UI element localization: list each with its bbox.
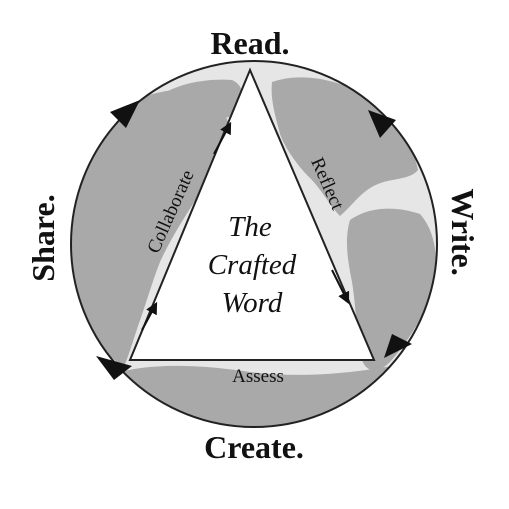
cycle-arrows <box>96 100 412 380</box>
center-title-line1: The <box>228 211 272 243</box>
label-write: Write. <box>445 188 481 275</box>
land-americas <box>71 88 228 366</box>
label-read: Read. <box>210 25 289 61</box>
arrow-bottom-to-left <box>96 356 132 380</box>
arrow-collaborate-upper <box>213 121 232 155</box>
triangle-arrows <box>141 121 350 331</box>
arrow-right-to-bottom <box>384 334 412 358</box>
globe-outline <box>70 60 438 428</box>
arrow-top-to-right <box>368 110 396 138</box>
land-greenland <box>159 79 243 120</box>
label-assess: Assess <box>232 366 284 387</box>
center-title-line2: Crafted <box>208 249 297 281</box>
label-share: Share. <box>25 194 61 281</box>
arrow-collaborate-lower <box>141 301 158 331</box>
center-title-line3: Word <box>222 287 283 319</box>
arrow-left-to-top <box>110 100 140 128</box>
central-triangle <box>128 67 376 361</box>
arrow-reflect <box>331 269 350 305</box>
label-create: Create. <box>204 429 304 465</box>
land-africa <box>346 208 436 371</box>
